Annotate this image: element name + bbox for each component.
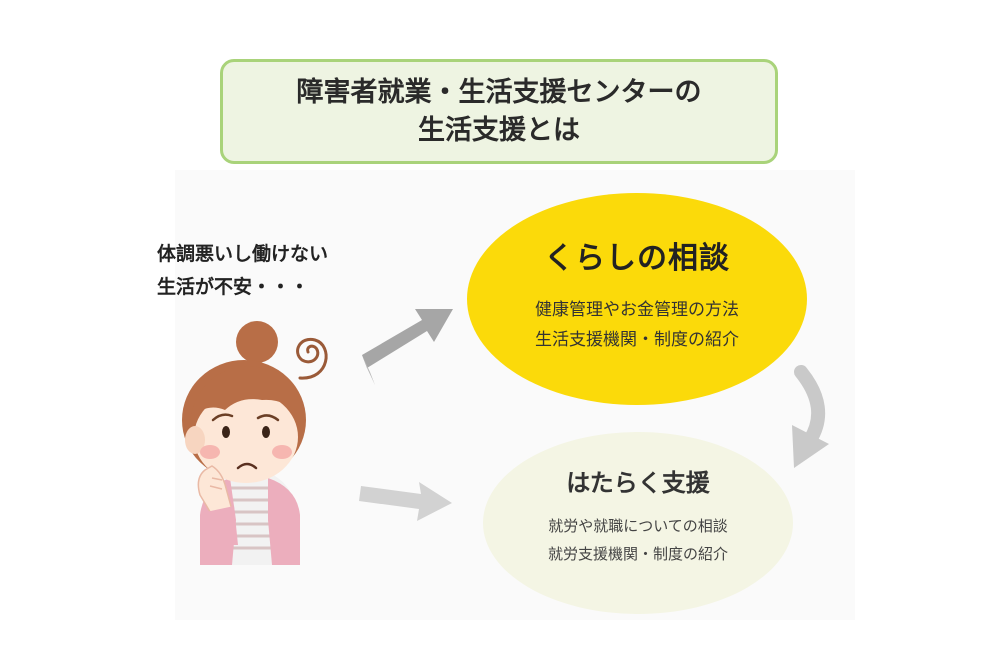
arrow-right-icon xyxy=(359,482,452,521)
worry-line-2: 生活が不安・・・ xyxy=(157,276,310,298)
living-consultation-bubble: くらしの相談 健康管理やお金管理の方法 生活支援機関・制度の紹介 xyxy=(467,193,807,405)
confused-swirl-icon xyxy=(296,337,328,380)
work-detail-1: 就労や就職についての相談 xyxy=(548,517,728,535)
arrow-right-up-icon xyxy=(362,309,453,385)
title-line-2: 生活支援とは xyxy=(418,114,580,146)
woman-illustration xyxy=(182,321,306,565)
work-support-bubble: はたらく支援 就労や就職についての相談 就労支援機関・制度の紹介 xyxy=(483,432,793,614)
living-consultation-details: 健康管理やお金管理の方法 生活支援機関・制度の紹介 xyxy=(535,295,739,355)
curved-arrow-down-icon xyxy=(792,365,829,468)
work-support-heading: はたらく支援 xyxy=(566,469,710,497)
living-detail-1: 健康管理やお金管理の方法 xyxy=(535,300,739,320)
worry-text: 体調悪いし働けない 生活が不安・・・ xyxy=(157,238,417,304)
living-detail-2: 生活支援機関・制度の紹介 xyxy=(535,330,739,350)
title-box: 障害者就業・生活支援センターの 生活支援とは xyxy=(220,59,778,164)
work-support-details: 就労や就職についての相談 就労支援機関・制度の紹介 xyxy=(548,512,728,568)
work-detail-2: 就労支援機関・制度の紹介 xyxy=(547,545,728,563)
worry-line-1: 体調悪いし働けない xyxy=(157,243,329,265)
title-line-1: 障害者就業・生活支援センターの xyxy=(296,76,702,108)
living-consultation-heading: くらしの相談 xyxy=(544,241,730,276)
